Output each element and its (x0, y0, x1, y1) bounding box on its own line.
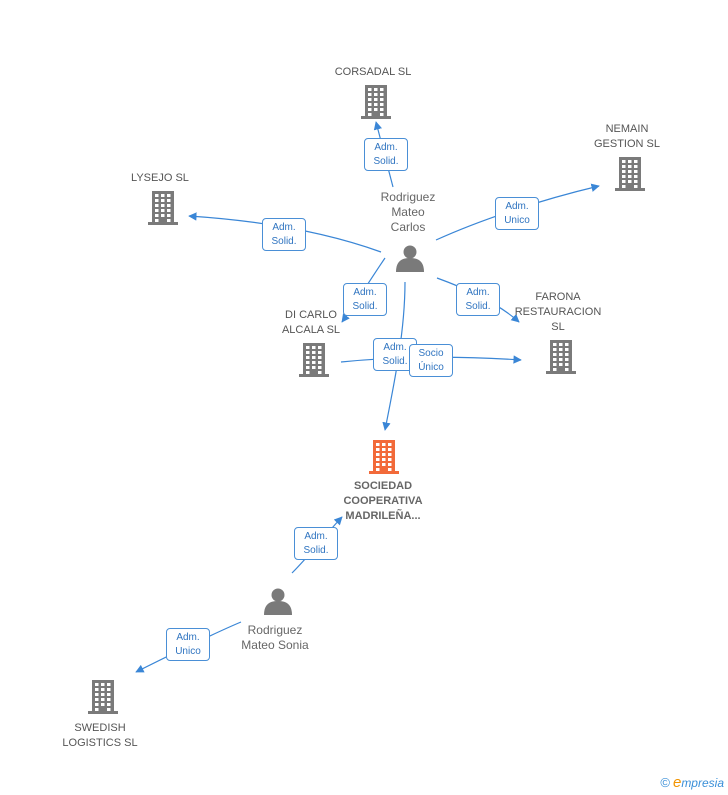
footer-brand: ©empresia (660, 774, 724, 791)
building-icon-dicarlo[interactable] (299, 343, 329, 377)
building-icon-corsadal[interactable] (361, 85, 391, 119)
copyright-icon: © (660, 775, 670, 790)
edge-badge-sonia-sociedad[interactable]: Adm. Solid. (294, 527, 338, 560)
node-label-lysejo[interactable]: LYSEJO SL (131, 172, 189, 184)
edge-badge-carlos-nemain[interactable]: Adm. Unico (495, 197, 539, 230)
building-icon-farona[interactable] (546, 340, 576, 374)
brand-logo-text: mpresia (681, 776, 724, 790)
edge-badge-carlos-dicarlo[interactable]: Adm. Solid. (343, 283, 387, 316)
person-label-sonia[interactable]: Rodriguez Mateo Sonia (241, 623, 309, 652)
node-label-nemain[interactable]: NEMAIN GESTION SL (593, 123, 661, 150)
edge-badge-sonia-swedish[interactable]: Adm. Unico (166, 628, 210, 661)
edge-badge-carlos-lysejo[interactable]: Adm. Solid. (262, 218, 306, 251)
node-label-dicarlo[interactable]: DI CARLO ALCALA SL (281, 309, 341, 336)
person-label-carlos[interactable]: Rodriguez Mateo Carlos (380, 190, 436, 234)
node-label-corsadal[interactable]: CORSADAL SL (334, 66, 412, 78)
node-label-swedish[interactable]: SWEDISH LOGISTICS SL (62, 722, 138, 749)
node-label-sociedad[interactable]: SOCIEDAD COOPERATIVA MADRILEÑA... (343, 480, 423, 522)
brand-logo-initial: e (672, 774, 682, 791)
building-icon-swedish[interactable] (88, 680, 118, 714)
building-icon-sociedad[interactable] (369, 440, 399, 474)
building-icon-nemain[interactable] (615, 157, 645, 191)
edge-badge-carlos-farona[interactable]: Adm. Solid. (456, 283, 500, 316)
edge-badge-carlos-corsadal[interactable]: Adm. Solid. (364, 138, 408, 171)
person-icon-sonia[interactable] (264, 588, 292, 616)
building-icon-lysejo[interactable] (148, 191, 178, 225)
person-icon-carlos[interactable] (396, 245, 424, 273)
node-label-farona[interactable]: FARONA RESTAURACION SL (514, 291, 602, 333)
edge-badge-dicarlo-farona[interactable]: Socio Único (409, 344, 453, 377)
